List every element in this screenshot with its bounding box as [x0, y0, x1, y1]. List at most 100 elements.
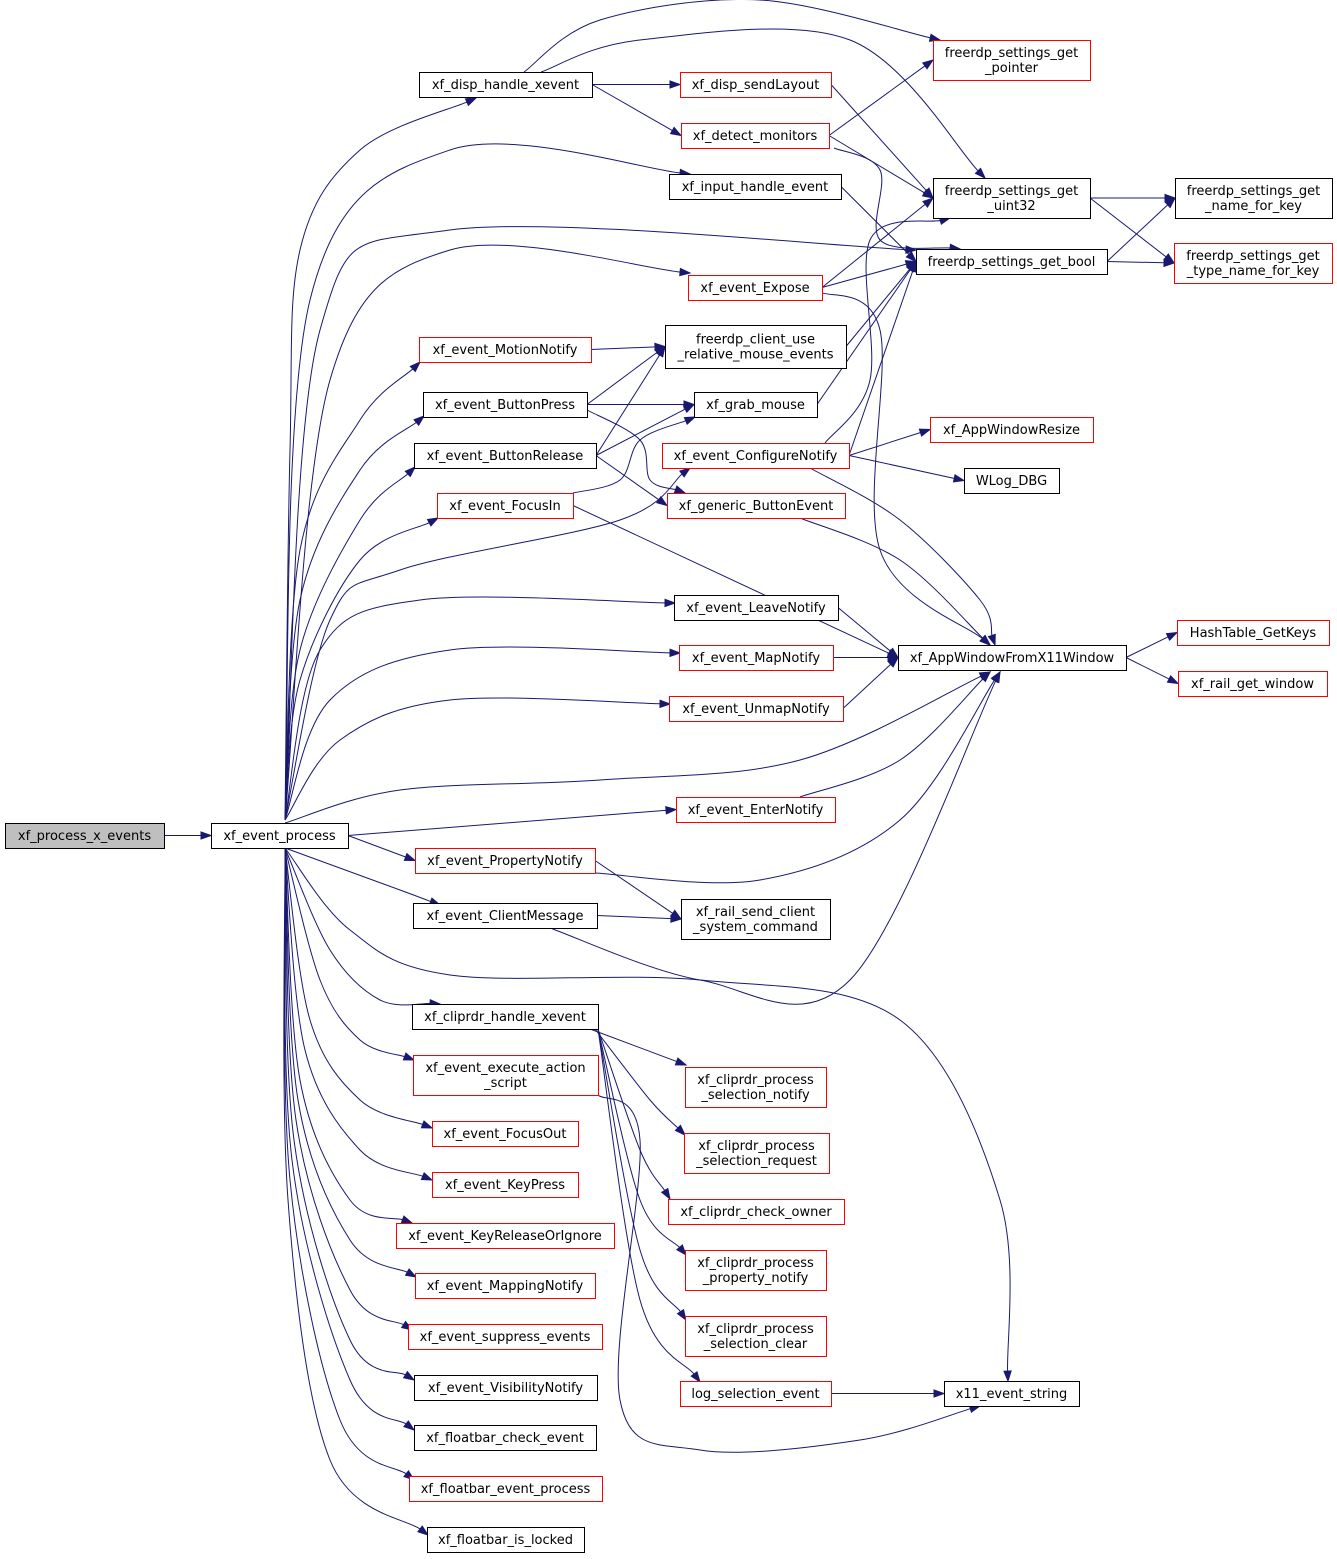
node-box[interactable]	[437, 493, 574, 519]
node-xf-event-mapnotify[interactable]: xf_event_MapNotify	[679, 645, 834, 671]
node-xf-floatbar-event-process[interactable]: xf_floatbar_event_process	[409, 1476, 603, 1502]
node-xf-rail-get-window[interactable]: xf_rail_get_window	[1178, 671, 1328, 697]
node-box[interactable]	[933, 178, 1091, 219]
node-box[interactable]	[5, 823, 165, 849]
node-box[interactable]	[680, 1381, 832, 1407]
node-box[interactable]	[1175, 178, 1333, 219]
node-xf-event-enternotify[interactable]: xf_event_EnterNotify	[676, 797, 836, 823]
node-box[interactable]	[662, 443, 850, 469]
node-box[interactable]	[432, 1172, 579, 1198]
node-box[interactable]	[668, 1199, 845, 1225]
node-box[interactable]	[681, 123, 830, 149]
node-box[interactable]	[688, 275, 823, 301]
node-hashtable-getkeys[interactable]: HashTable_GetKeys	[1177, 620, 1330, 646]
node-box[interactable]	[665, 325, 847, 369]
node-xf-disp-handle-xevent[interactable]: xf_disp_handle_xevent	[419, 72, 593, 98]
node-box[interactable]	[681, 899, 831, 940]
node-x11-event-string[interactable]: x11_event_string	[944, 1381, 1080, 1407]
node-box[interactable]	[944, 1381, 1080, 1407]
node-xf-event-keypress[interactable]: xf_event_KeyPress	[432, 1172, 579, 1198]
node-box[interactable]	[685, 1250, 827, 1291]
node-box[interactable]	[669, 696, 844, 722]
node-freerdp-client-use-relative-mouse-events[interactable]: freerdp_client_use_relative_mouse_events	[665, 325, 847, 369]
node-xf-generic-buttonevent[interactable]: xf_generic_ButtonEvent	[667, 493, 846, 519]
node-xf-process-x-events[interactable]: xf_process_x_events	[5, 823, 165, 849]
node-box[interactable]	[916, 249, 1108, 275]
node-xf-cliprdr-check-owner[interactable]: xf_cliprdr_check_owner	[668, 1199, 845, 1225]
node-xf-appwindowfromx11window[interactable]: xf_AppWindowFromX11Window	[898, 645, 1127, 671]
node-xf-event-focusout[interactable]: xf_event_FocusOut	[432, 1121, 579, 1147]
node-box[interactable]	[414, 443, 597, 469]
node-xf-event-execute-action-script[interactable]: xf_event_execute_action_script	[413, 1055, 599, 1096]
node-box[interactable]	[408, 1324, 603, 1350]
node-xf-rail-send-client-system-command[interactable]: xf_rail_send_client_system_command	[681, 899, 831, 940]
node-xf-detect-monitors[interactable]: xf_detect_monitors	[681, 123, 830, 149]
node-xf-floatbar-is-locked[interactable]: xf_floatbar_is_locked	[427, 1527, 585, 1553]
node-xf-event-visibilitynotify[interactable]: xf_event_VisibilityNotify	[414, 1375, 598, 1401]
node-box[interactable]	[1174, 243, 1333, 284]
node-xf-event-focusin[interactable]: xf_event_FocusIn	[437, 493, 574, 519]
node-box[interactable]	[1177, 620, 1330, 646]
node-freerdp-settings-get-uint32[interactable]: freerdp_settings_get_uint32	[933, 178, 1091, 219]
node-box[interactable]	[396, 1223, 615, 1249]
node-xf-cliprdr-process-selection-clear[interactable]: xf_cliprdr_process_selection_clear	[685, 1316, 827, 1357]
node-box[interactable]	[413, 1055, 599, 1096]
node-box[interactable]	[419, 337, 592, 363]
node-box[interactable]	[409, 1476, 603, 1502]
node-box[interactable]	[412, 1004, 599, 1030]
node-xf-event-suppress-events[interactable]: xf_event_suppress_events	[408, 1324, 603, 1350]
node-wlog-dbg[interactable]: WLog_DBG	[964, 468, 1060, 494]
node-box[interactable]	[694, 392, 818, 418]
node-xf-event-clientmessage[interactable]: xf_event_ClientMessage	[413, 903, 598, 929]
node-log-selection-event[interactable]: log_selection_event	[680, 1381, 832, 1407]
node-box[interactable]	[1178, 671, 1328, 697]
node-box[interactable]	[414, 1375, 598, 1401]
node-box[interactable]	[419, 72, 593, 98]
node-xf-event-keyreleaseorignore[interactable]: xf_event_KeyReleaseOrIgnore	[396, 1223, 615, 1249]
node-box[interactable]	[964, 468, 1060, 494]
node-box[interactable]	[930, 417, 1094, 443]
node-box[interactable]	[423, 392, 588, 418]
node-freerdp-settings-get-name-for-key[interactable]: freerdp_settings_get_name_for_key	[1175, 178, 1333, 219]
node-box[interactable]	[667, 493, 846, 519]
node-freerdp-settings-get-bool[interactable]: freerdp_settings_get_bool	[916, 249, 1108, 275]
node-xf-event-configurenotify[interactable]: xf_event_ConfigureNotify	[662, 443, 850, 469]
node-xf-floatbar-check-event[interactable]: xf_floatbar_check_event	[414, 1425, 597, 1451]
node-box[interactable]	[679, 645, 834, 671]
node-freerdp-settings-get-type-name-for-key[interactable]: freerdp_settings_get_type_name_for_key	[1174, 243, 1333, 284]
node-xf-event-mappingnotify[interactable]: xf_event_MappingNotify	[415, 1273, 596, 1299]
node-xf-cliprdr-process-property-notify[interactable]: xf_cliprdr_process_property_notify	[685, 1250, 827, 1291]
node-xf-cliprdr-process-selection-request[interactable]: xf_cliprdr_process_selection_request	[684, 1133, 830, 1174]
node-box[interactable]	[676, 797, 836, 823]
node-box[interactable]	[933, 40, 1091, 81]
node-box[interactable]	[415, 1273, 596, 1299]
node-xf-event-buttonrelease[interactable]: xf_event_ButtonRelease	[414, 443, 597, 469]
node-xf-appwindowresize[interactable]: xf_AppWindowResize	[930, 417, 1094, 443]
node-xf-event-leavenotify[interactable]: xf_event_LeaveNotify	[674, 595, 839, 621]
node-xf-input-handle-event[interactable]: xf_input_handle_event	[669, 174, 842, 200]
node-box[interactable]	[414, 1425, 597, 1451]
node-box[interactable]	[898, 645, 1127, 671]
node-box[interactable]	[413, 903, 598, 929]
node-xf-event-expose[interactable]: xf_event_Expose	[688, 275, 823, 301]
node-freerdp-settings-get-pointer[interactable]: freerdp_settings_get_pointer	[933, 40, 1091, 81]
node-xf-event-buttonpress[interactable]: xf_event_ButtonPress	[423, 392, 588, 418]
node-box[interactable]	[432, 1121, 579, 1147]
node-box[interactable]	[669, 174, 842, 200]
node-xf-event-process[interactable]: xf_event_process	[211, 823, 349, 849]
node-box[interactable]	[674, 595, 839, 621]
node-xf-event-motionnotify[interactable]: xf_event_MotionNotify	[419, 337, 592, 363]
node-box[interactable]	[415, 848, 596, 874]
node-box[interactable]	[680, 72, 832, 98]
node-xf-grab-mouse[interactable]: xf_grab_mouse	[694, 392, 818, 418]
node-xf-cliprdr-process-selection-notify[interactable]: xf_cliprdr_process_selection_notify	[685, 1067, 827, 1108]
node-box[interactable]	[684, 1133, 830, 1174]
node-box[interactable]	[427, 1527, 585, 1553]
node-xf-cliprdr-handle-xevent[interactable]: xf_cliprdr_handle_xevent	[412, 1004, 599, 1030]
node-xf-event-propertynotify[interactable]: xf_event_PropertyNotify	[415, 848, 596, 874]
node-xf-disp-sendlayout[interactable]: xf_disp_sendLayout	[680, 72, 832, 98]
node-box[interactable]	[211, 823, 349, 849]
node-box[interactable]	[685, 1067, 827, 1108]
node-box[interactable]	[685, 1316, 827, 1357]
node-xf-event-unmapnotify[interactable]: xf_event_UnmapNotify	[669, 696, 844, 722]
